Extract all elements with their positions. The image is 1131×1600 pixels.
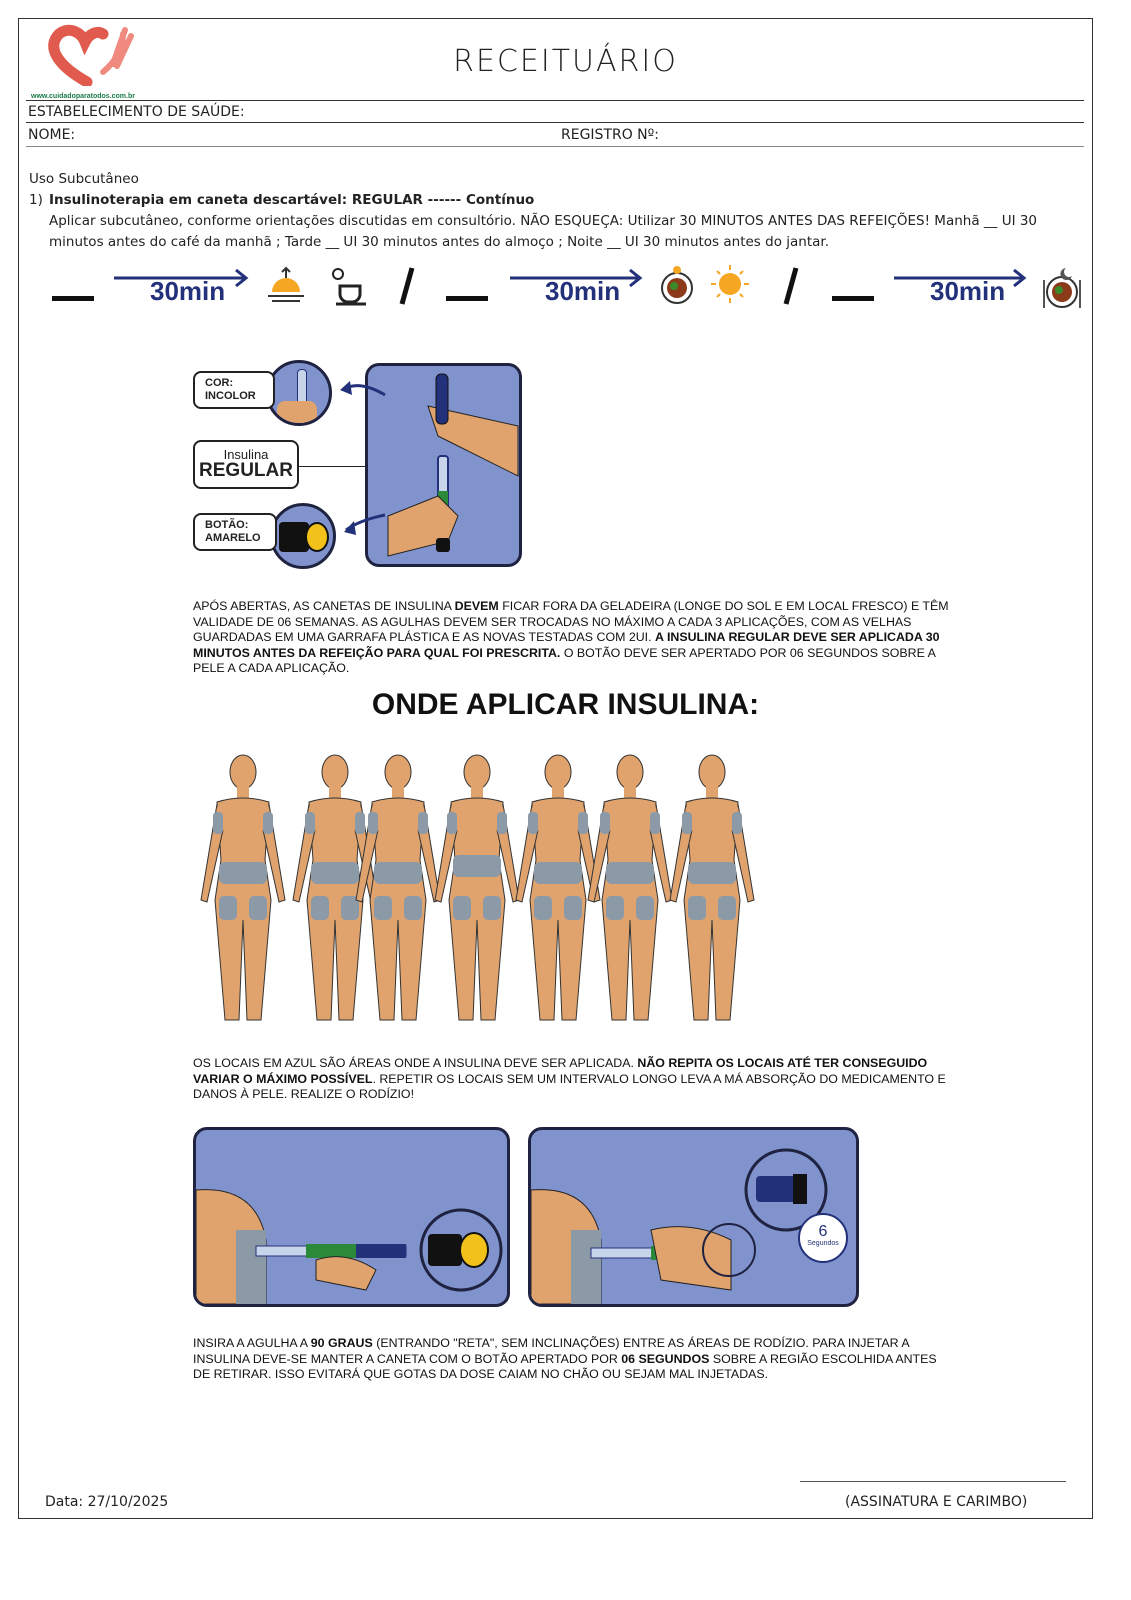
signature-line: [800, 1481, 1066, 1482]
route-label: Uso Subcutâneo: [29, 171, 139, 187]
lunch-plate-icon: [661, 266, 693, 304]
timing-label: 30min: [545, 276, 621, 306]
body-figure: [587, 754, 673, 1021]
pen-button-label: BOTÃO:AMARELO: [193, 513, 277, 551]
body-figure: [434, 754, 520, 1021]
divider: [26, 100, 1084, 101]
sun-icon: [711, 265, 749, 303]
injection-instructions: INSIRA A AGULHA A 90 GRAUS (ENTRANDO "RE…: [193, 1336, 937, 1382]
connector-line: [299, 466, 365, 467]
timer-unit: Segundos: [807, 1240, 839, 1247]
arrow-icon: [894, 268, 1027, 288]
insulin-type-big: REGULAR: [199, 460, 293, 481]
injection-sites-figures: [200, 754, 755, 1021]
button-label-value: AMARELO: [205, 532, 261, 544]
pen-color-detail-circle: [266, 360, 332, 426]
item-instructions: Aplicar subcutâneo, conforme orientações…: [49, 213, 1038, 250]
separator-slash: [399, 267, 415, 305]
pen-illustration: [365, 363, 522, 567]
arrow-icon: [114, 268, 249, 288]
blank-dose-line: [446, 296, 488, 301]
blank-dose-line: [52, 296, 94, 301]
color-label-value: INCOLOR: [205, 390, 256, 402]
color-label-title: COR:: [205, 377, 234, 389]
body-figure: [355, 754, 441, 1021]
logo: www.cuidadoparatodos.com.br: [31, 24, 155, 100]
date-label: Data: 27/10/2025: [45, 1494, 169, 1510]
body-figure: [515, 754, 601, 1021]
signature-label: (ASSINATURA E CARIMBO): [845, 1494, 1028, 1510]
page-frame: [18, 18, 1093, 1519]
body-figure: [669, 754, 755, 1021]
insulin-type-small: Insulina: [223, 447, 269, 462]
registry-label: REGISTRO Nº:: [561, 127, 659, 143]
body-figure: [200, 754, 286, 1021]
sites-instructions: OS LOCAIS EM AZUL SÃO ÁREAS ONDE A INSUL…: [193, 1056, 946, 1102]
timing-label: 30min: [930, 276, 1006, 306]
item-title: Insulinoterapia em caneta descartável: R…: [49, 192, 535, 208]
arrow-icon: [510, 268, 643, 288]
logo-url: www.cuidadoparatodos.com.br: [31, 93, 135, 100]
divider: [26, 122, 1084, 123]
coffee-icon: [332, 268, 366, 306]
name-label: NOME:: [28, 127, 76, 143]
item-number: 1): [29, 192, 43, 208]
button-label-title: BOTÃO:: [205, 519, 249, 531]
pen-button-detail-circle: [270, 503, 336, 569]
storage-instructions: APÓS ABERTAS, AS CANETAS DE INSULINA DEV…: [193, 599, 949, 676]
heart-hands-logo-icon: [48, 24, 134, 88]
separator-slash: [783, 267, 799, 305]
page-title: RECEITUÁRIO: [453, 44, 678, 79]
blank-dose-line: [832, 296, 874, 301]
pointer-arrows: [340, 381, 386, 535]
establishment-label: ESTABELECIMENTO DE SAÚDE:: [28, 104, 245, 120]
body-figure: [292, 754, 378, 1021]
injection-illustration-2: 6 Segundos: [528, 1127, 859, 1307]
pen-color-label: COR:INCOLOR: [193, 371, 275, 409]
timing-row: 30min 30min 30min: [0, 258, 1131, 318]
divider: [26, 146, 1084, 147]
dinner-plate-icon: [1043, 268, 1081, 308]
timing-label: 30min: [150, 276, 226, 306]
timer-value: 6: [818, 1223, 828, 1240]
sunrise-icon: [268, 266, 304, 302]
injection-illustration-1: [193, 1127, 510, 1307]
sites-title: ONDE APLICAR INSULINA:: [371, 688, 760, 721]
